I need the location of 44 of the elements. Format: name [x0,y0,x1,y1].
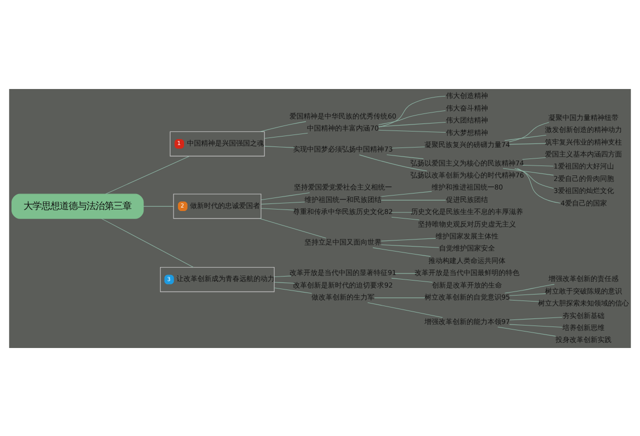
connector [508,122,550,142]
connector [517,168,560,203]
connector [372,246,431,256]
connector [509,324,562,327]
connector [504,134,546,140]
connector [105,155,190,194]
connector [264,132,308,138]
connector [380,238,436,241]
connector [509,142,546,144]
connector [386,154,424,159]
connector [378,121,446,126]
connector [502,168,554,175]
connector [380,199,446,200]
connector [378,129,446,132]
connector [391,277,433,282]
connector [394,272,416,274]
connector [259,218,326,238]
connector [274,275,292,277]
connector [514,168,554,188]
connector [378,95,446,127]
connector [274,282,295,284]
connector [509,292,546,296]
connector [498,326,556,336]
connector [359,154,428,171]
connector [367,302,443,318]
connector [264,145,295,148]
connector [380,244,440,248]
connector [260,208,295,210]
connector [274,287,312,294]
connector [380,190,432,196]
connector [504,284,555,293]
connector [260,201,306,204]
node-box: 大学思想道德与法治第三章 [12,193,144,218]
connector [260,192,310,200]
connector [101,218,194,267]
connector [391,216,420,220]
connector [378,110,446,124]
connector [391,146,426,148]
connector [374,297,426,298]
connector [522,156,546,160]
connector [509,316,562,320]
connector [522,164,554,166]
connector [260,120,306,132]
connector [509,299,540,302]
